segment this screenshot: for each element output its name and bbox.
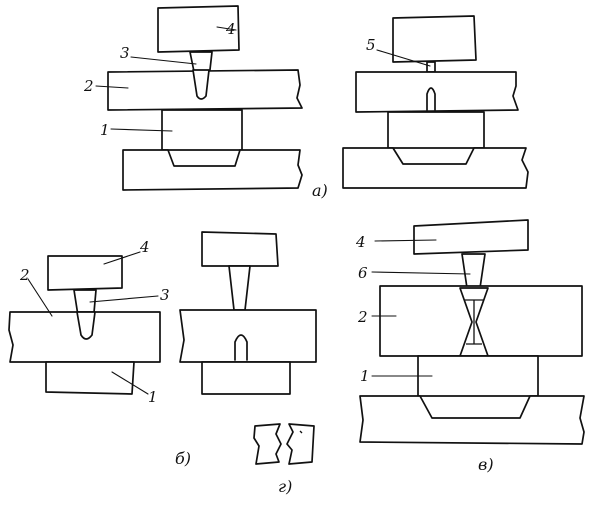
leader-2 — [95, 85, 129, 89]
leader-4-b — [103, 251, 141, 265]
caption-b: б) — [175, 449, 191, 468]
label-4: 4 — [225, 20, 236, 38]
die-1-v — [417, 355, 539, 397]
label-3-b: 3 — [160, 286, 170, 304]
punch-4-b — [47, 255, 123, 291]
leader-4 — [216, 26, 237, 31]
die-1-b — [45, 361, 135, 395]
hole-right — [426, 87, 436, 111]
fig-g: г) — [253, 423, 315, 496]
pin-b-right — [228, 265, 251, 311]
label-2-v: 2 — [357, 308, 368, 326]
base — [122, 149, 303, 191]
label-3: 3 — [120, 44, 130, 62]
plate-2-right — [355, 71, 519, 113]
label-1-v: 1 — [360, 367, 370, 385]
punch-4-v — [413, 219, 529, 255]
die-1-right — [387, 111, 485, 149]
caption-g: г) — [278, 477, 292, 496]
label-6: 6 — [358, 264, 368, 282]
leader-2-b — [27, 278, 53, 317]
pin-3-tip — [192, 69, 210, 100]
hole-b-right — [234, 334, 248, 361]
die-b-right — [201, 361, 291, 395]
leader-1 — [110, 128, 173, 132]
fig-a-left: 4 3 2 1 — [83, 5, 303, 191]
base-v — [359, 395, 585, 445]
leader-4-v — [374, 239, 437, 242]
punch-4 — [157, 5, 240, 53]
pin-3-b-tip — [76, 311, 96, 340]
stem-5 — [426, 61, 436, 73]
leader-3-b — [89, 295, 159, 303]
leader-1-b — [111, 371, 149, 395]
fig-v: 4 6 2 1 в) — [355, 219, 585, 474]
label-2: 2 — [83, 77, 94, 95]
plate-2-v — [379, 285, 583, 357]
fragment-right — [286, 423, 315, 465]
pin-6 — [461, 253, 486, 289]
plate-b-right — [179, 309, 317, 363]
leader-5 — [376, 49, 431, 67]
label-4-b: 4 — [139, 238, 150, 256]
label-1-b: 1 — [148, 388, 158, 406]
punch-b-right — [201, 231, 279, 267]
fig-a-right: 5 а) — [312, 15, 529, 200]
fig-b-left: 4 3 2 1 б) — [8, 238, 191, 468]
fragment-left — [253, 423, 282, 465]
leader-3 — [130, 56, 197, 65]
fig-b-right — [179, 231, 317, 395]
label-4-v: 4 — [355, 233, 366, 251]
base-right — [342, 147, 529, 189]
label-5: 5 — [366, 36, 376, 54]
caption-a: а) — [312, 181, 328, 200]
hole-v-inner — [464, 299, 484, 345]
fragment-mark — [299, 430, 303, 434]
caption-v: в) — [478, 455, 494, 474]
label-1: 1 — [100, 121, 110, 139]
label-2-b: 2 — [19, 266, 30, 284]
die-1 — [161, 109, 243, 151]
leader-6 — [371, 271, 471, 275]
punch-4-right — [392, 15, 477, 63]
